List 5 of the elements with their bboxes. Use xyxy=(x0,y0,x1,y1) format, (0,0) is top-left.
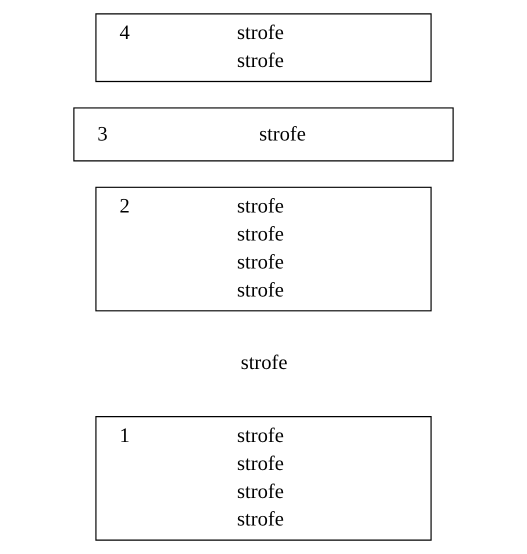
label: strofe xyxy=(240,352,288,374)
node-box: 3 strofe xyxy=(73,107,454,162)
node-box: 4 strofe strofe xyxy=(95,13,432,82)
node-box: 1 strofe strofe strofe strofe xyxy=(95,416,432,541)
node-box: 2 strofe strofe strofe strofe xyxy=(95,186,432,312)
